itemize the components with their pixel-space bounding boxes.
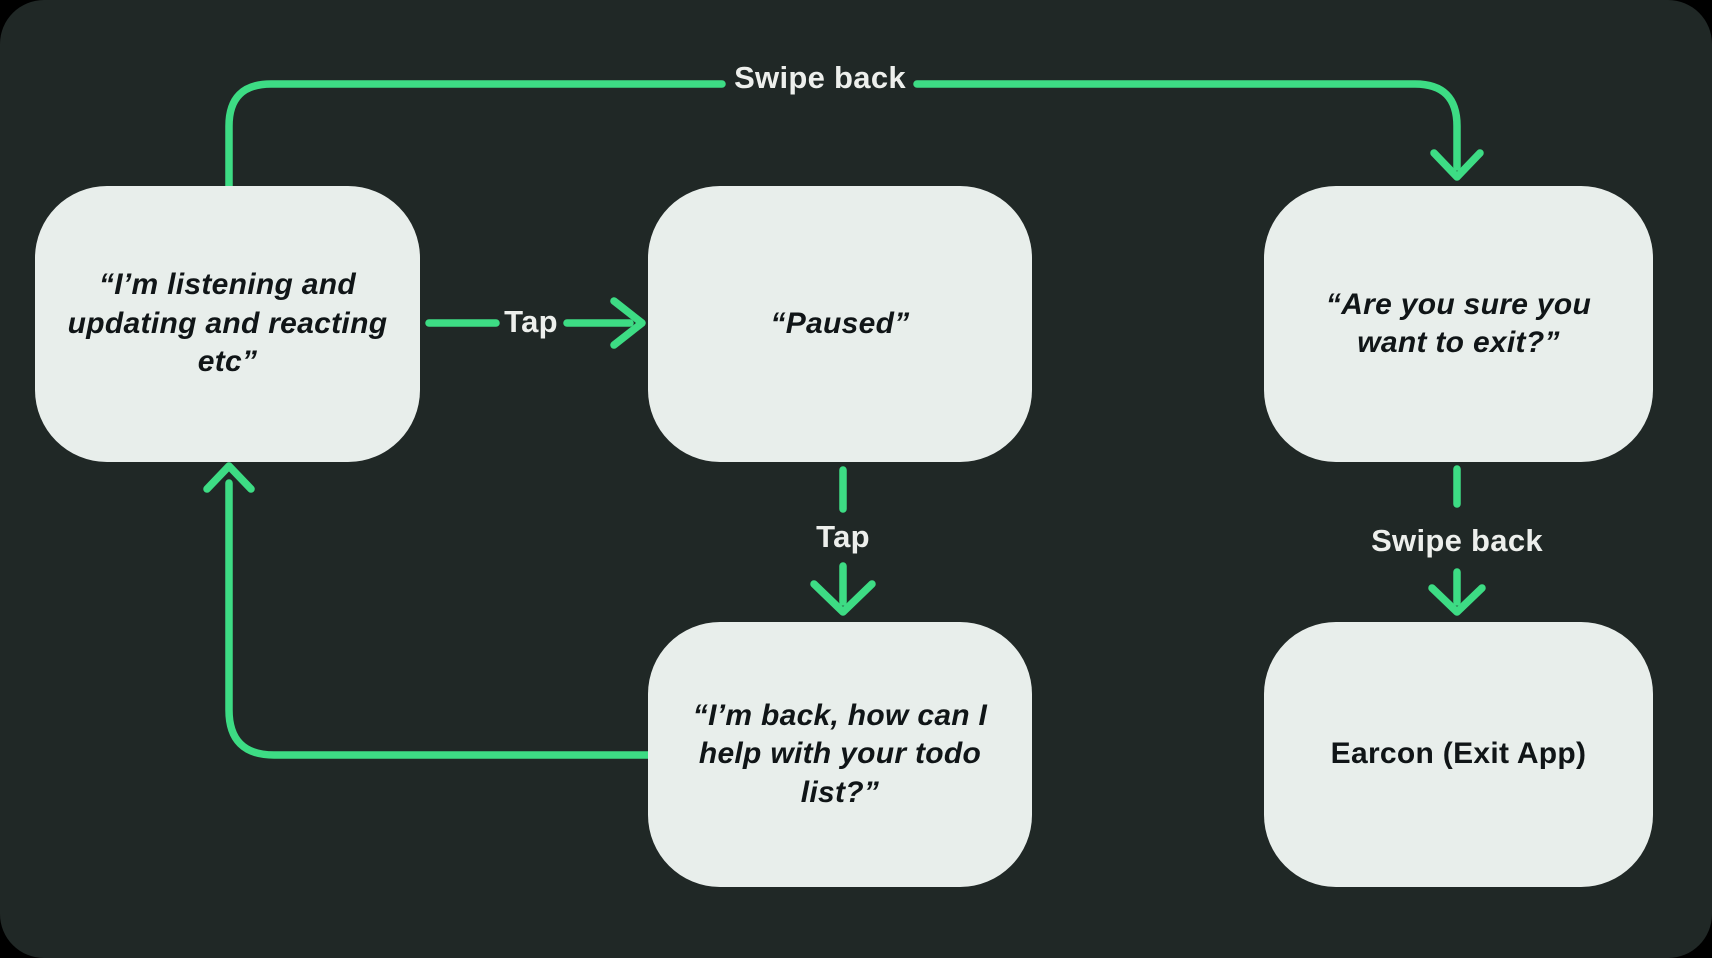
edge-label-swipe-back-top: Swipe back [734,60,906,95]
node-back-helper-label: “I’m back, how can I help with your todo… [692,698,988,809]
arrowhead-right-icon [610,297,646,349]
node-listening-label: “I’m listening and updating and reacting… [67,268,388,379]
arrowhead-down-icon [1428,584,1486,616]
node-back-helper-state: “I’m back, how can I help with your todo… [648,622,1032,887]
node-paused-state: “Paused” [648,186,1032,462]
node-confirm-exit-state: “Are you sure you want to exit?” [1264,186,1653,462]
node-listening-state: “I’m listening and updating and reacting… [35,186,420,462]
arrowhead-down-icon [810,580,876,616]
arrowhead-up-icon [203,462,255,493]
node-confirm-exit-label: “Are you sure you want to exit?” [1325,287,1592,359]
edge-tap-pause [425,297,646,349]
edge-tap-resume [810,466,876,616]
node-earcon-exit-label: Earcon (Exit App) [1330,737,1587,771]
edge-label-tap-pause: Tap [504,304,558,339]
node-earcon-exit-state: Earcon (Exit App) [1264,622,1653,887]
edge-loop-return [203,462,652,759]
edge-label-tap-resume: Tap [816,519,870,554]
arrowhead-down-icon [1430,149,1484,181]
edge-label-swipe-back-exit: Swipe back [1371,523,1543,558]
edge-swipe-back-exit [1428,465,1486,616]
edge-swipe-back-top [225,80,1484,192]
node-paused-label: “Paused” [770,306,910,340]
